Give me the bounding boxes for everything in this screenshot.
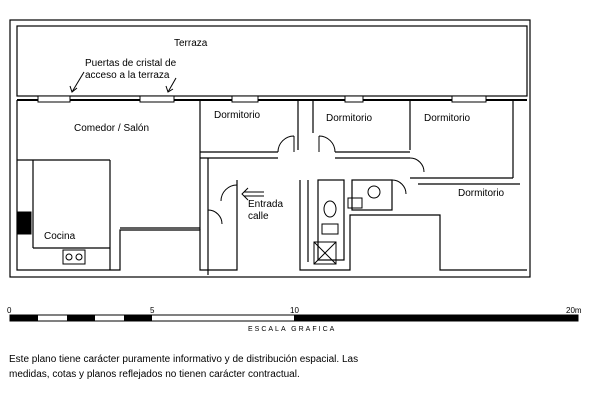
doors	[207, 135, 425, 225]
window	[37, 95, 71, 103]
door-swing	[277, 135, 295, 153]
toilet-icon	[367, 185, 381, 199]
sink-icon	[62, 249, 86, 265]
outer-wall	[9, 19, 531, 278]
scale-tick-10: 10	[290, 306, 299, 315]
scale-segment	[124, 315, 152, 321]
window	[139, 95, 175, 103]
label-glass-doors-2: acceso a la terraza	[85, 70, 170, 81]
label-bedroom-1: Dormitorio	[214, 110, 261, 121]
label-terrace: Terraza	[174, 38, 208, 49]
arrow-head	[69, 85, 78, 93]
bathroom-2	[351, 179, 393, 211]
door-swing	[220, 184, 238, 202]
sink-basin-icon	[75, 253, 83, 261]
scale-segment	[10, 315, 38, 321]
label-bedroom-3: Dormitorio	[424, 113, 471, 124]
label-bedroom-4: Dormitorio	[458, 188, 505, 199]
arrow-head	[165, 85, 174, 93]
arrow-line	[71, 71, 85, 93]
scale-title: ESCALA GRAFICA	[248, 326, 336, 333]
scale-segment	[67, 315, 95, 321]
label-dining-living: Comedor / Salón	[74, 123, 149, 134]
label-glass-doors-1: Puertas de cristal de	[85, 58, 177, 69]
label-kitchen: Cocina	[44, 231, 76, 242]
washbasin-icon	[321, 223, 339, 235]
arrows	[69, 71, 264, 201]
label-entrance-2: calle	[248, 211, 269, 222]
label-bedroom-2: Dormitorio	[326, 113, 373, 124]
door-swing	[207, 209, 223, 225]
scale-tick-0: 0	[7, 306, 12, 315]
arrow-line	[167, 77, 177, 93]
scale-tick-20: 20m	[566, 306, 582, 315]
sink-basin-icon	[65, 253, 73, 261]
door-swing	[318, 135, 336, 153]
window	[344, 95, 364, 103]
window	[231, 95, 259, 103]
door-swing	[391, 179, 407, 195]
plan-walls	[9, 19, 531, 278]
inner-perimeter	[16, 100, 238, 271]
scale-segment	[294, 315, 578, 321]
disclaimer-text: Este plano tiene carácter puramente info…	[9, 354, 359, 380]
fixtures	[16, 185, 381, 265]
terrace-outline	[16, 25, 528, 97]
window	[451, 95, 487, 103]
toilet-icon	[323, 200, 337, 218]
label-entrance-1: Entrada	[248, 199, 283, 210]
hall-box	[299, 180, 527, 271]
bathroom-1	[317, 179, 345, 261]
graphic-scale: 0 5 10 20m ESCALA GRAFICA	[7, 306, 582, 333]
entrance-arrow-head	[241, 187, 249, 201]
terrace-windows	[37, 95, 487, 103]
door-swing	[409, 157, 425, 173]
washbasin-icon	[347, 197, 363, 209]
shower-line	[313, 241, 337, 265]
shower-icon	[313, 241, 337, 265]
stove-icon	[16, 211, 32, 235]
scale-tick-5: 5	[150, 306, 155, 315]
